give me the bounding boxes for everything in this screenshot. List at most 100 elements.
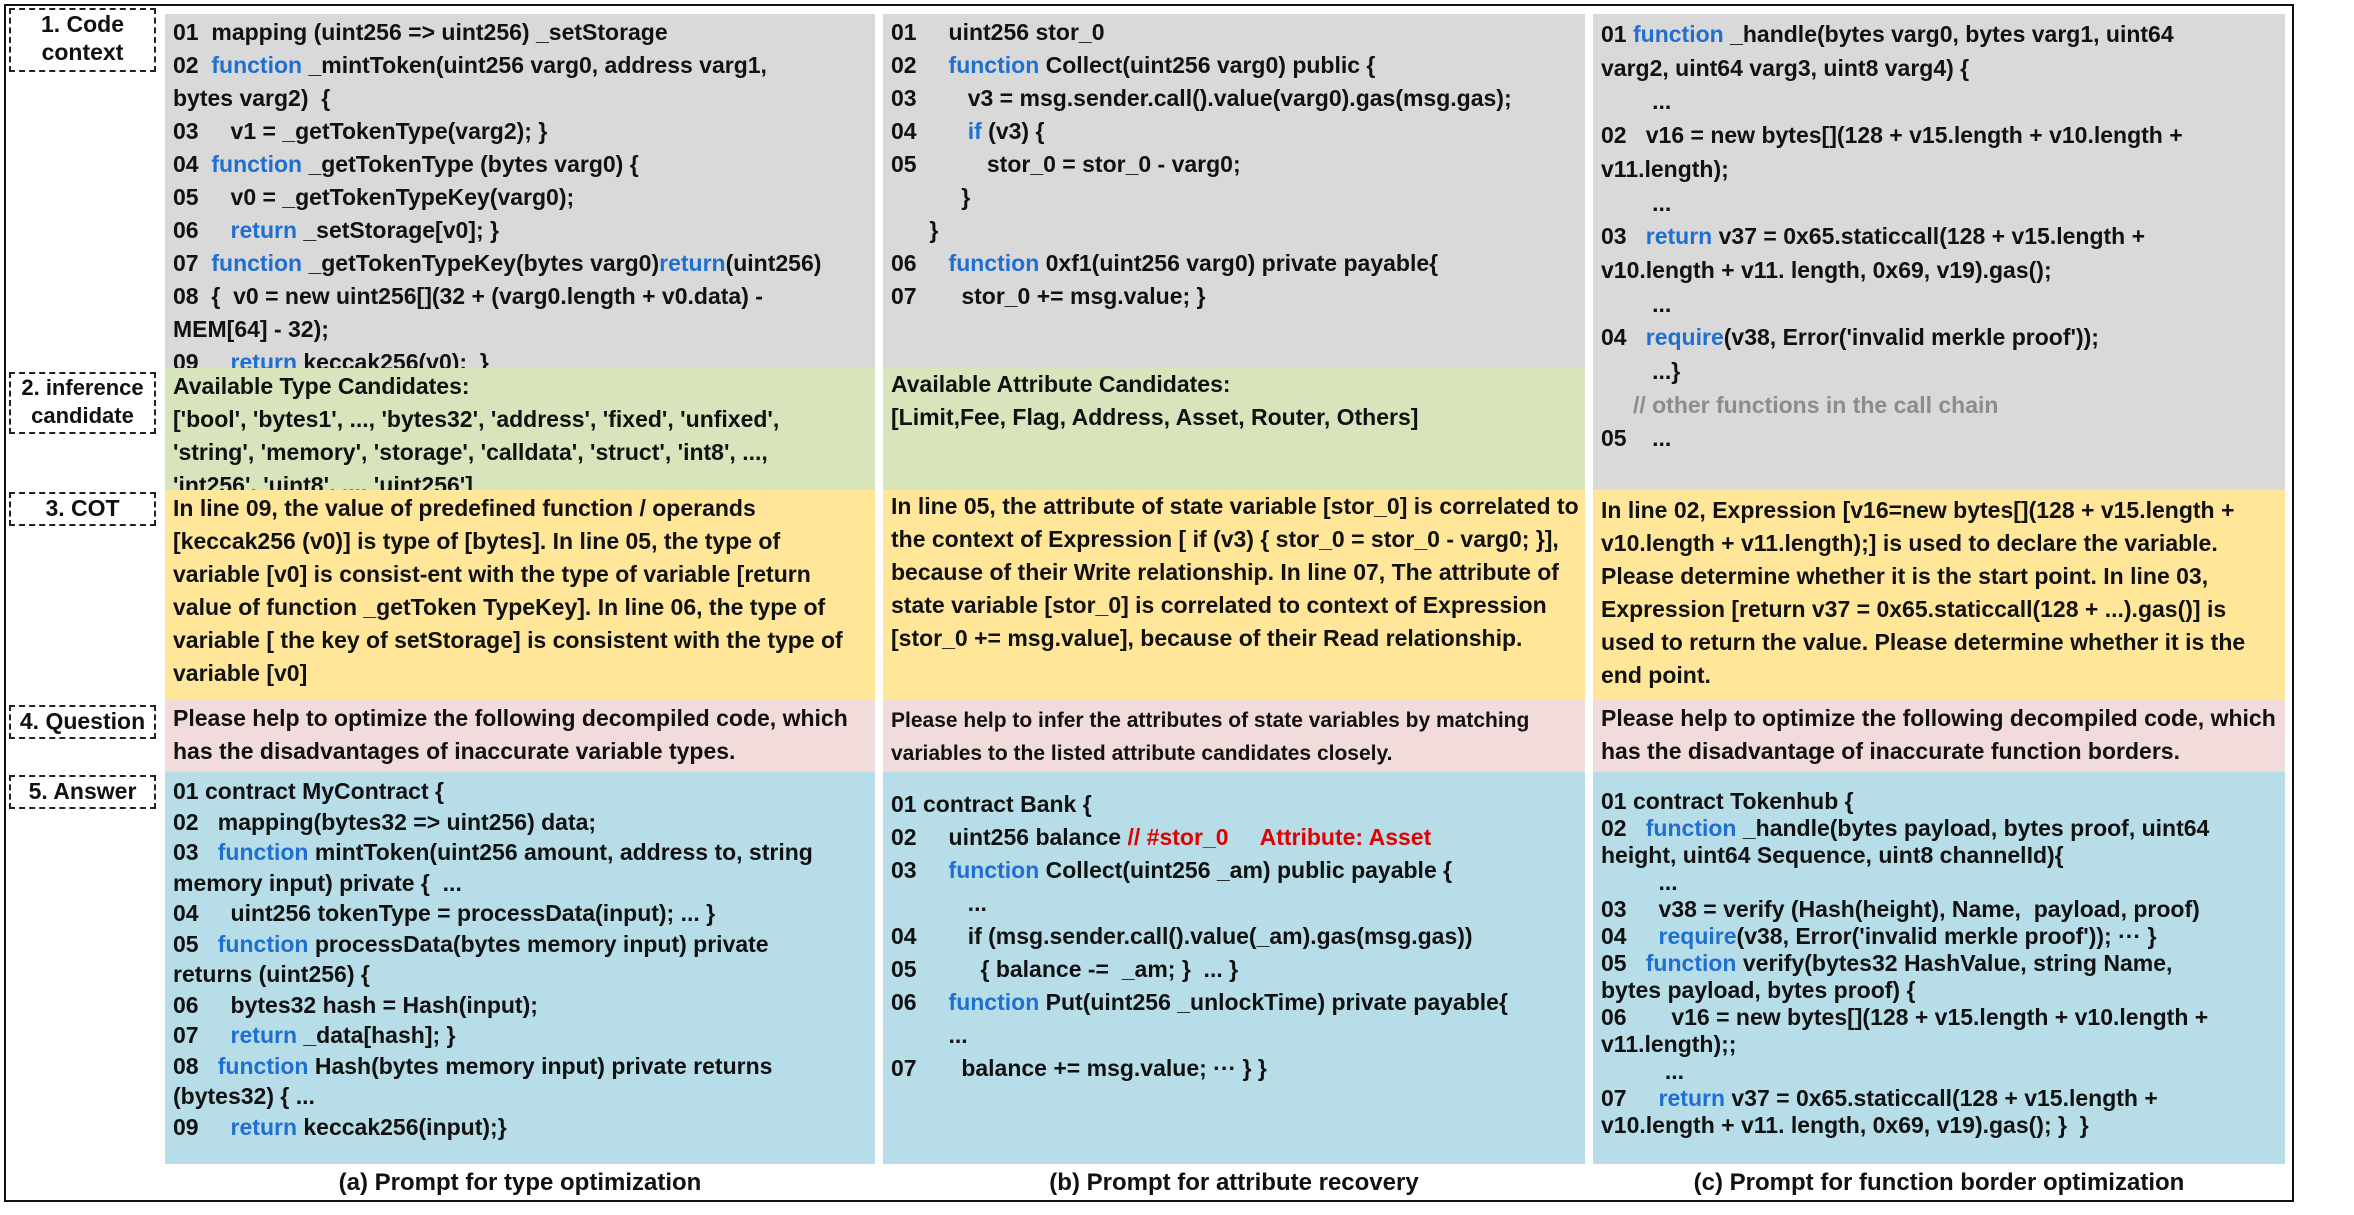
code-token: (v38, Error('invalid merkle proof')); <box>1723 324 2099 351</box>
code-token: 0xf1(uint256 varg0) private payable{ <box>1039 250 1439 276</box>
candidate-block-b: Available Attribute Candidates:[Limit,Fe… <box>883 368 1585 490</box>
code-token: v11.length);; <box>1601 1031 1737 1057</box>
code-token: 02 v16 = new bytes[](128 + v15.length + … <box>1601 122 2183 149</box>
code-token: mintToken(uint256 amount, address to, st… <box>308 839 813 865</box>
code-token: _setStorage[v0]; } <box>297 217 499 243</box>
code-token: 03 v3 = msg.sender.call().value(varg0).g… <box>891 85 1512 111</box>
code-line: v11.length);; <box>1601 1031 2279 1058</box>
code-line: 03 function mintToken(uint256 amount, ad… <box>173 837 869 868</box>
code-token: } <box>891 217 939 243</box>
code-line: 06 bytes32 hash = Hash(input); <box>173 990 869 1021</box>
code-line: (bytes32) { ... <box>173 1081 869 1112</box>
code-line: Available Attribute Candidates: <box>891 368 1579 401</box>
answer-block-b: 01 contract Bank {02 uint256 balance // … <box>883 772 1585 1164</box>
code-line: 01 uint256 stor_0 <box>891 16 1579 49</box>
code-token: bytes payload, bytes proof) { <box>1601 977 1916 1003</box>
code-token: Collect(uint256 varg0) public { <box>1039 52 1376 78</box>
code-line: 01 contract Tokenhub { <box>1601 788 2279 815</box>
code-token: 09 <box>173 349 231 368</box>
keyword-token: function <box>1645 950 1737 976</box>
keyword-token: function <box>948 857 1040 883</box>
code-token: 04 <box>173 151 212 177</box>
code-line: 02 uint256 balance // #stor_0 Attribute:… <box>891 821 1579 854</box>
code-token: v10.length + v11. length, 0x69, v19).gas… <box>1601 1112 2089 1138</box>
code-line: 04 require(v38, Error('invalid merkle pr… <box>1601 321 2279 355</box>
code-token: 07 <box>173 250 212 276</box>
label-text: 1. Code <box>40 11 125 37</box>
code-line: 03 function Collect(uint256 _am) public … <box>891 854 1579 887</box>
code-token: 08 { v0 = new uint256[](32 + (varg0.leng… <box>173 283 763 309</box>
code-line: 06 v16 = new bytes[](128 + v15.length + … <box>1601 1004 2279 1031</box>
code-line: ... <box>1601 85 2279 119</box>
code-line: 04 uint256 tokenType = processData(input… <box>173 898 869 929</box>
keyword-token: return <box>230 1022 297 1048</box>
code-line: 02 function Collect(uint256 varg0) publi… <box>891 49 1579 82</box>
code-line: 06 function 0xf1(uint256 varg0) private … <box>891 247 1579 280</box>
code-context-block-a: 01 mapping (uint256 => uint256) _setStor… <box>165 14 875 368</box>
code-context-block-c: 01 function _handle(bytes varg0, bytes v… <box>1593 14 2285 490</box>
code-token: 04 <box>1601 324 1646 351</box>
code-line: Available Type Candidates: <box>173 370 869 403</box>
label-text: context <box>41 39 124 65</box>
keyword-token: if <box>967 118 982 144</box>
code-line: // other functions in the call chain <box>1601 389 2279 423</box>
code-token: MEM[64] - 32); <box>173 316 329 342</box>
code-token: ... <box>891 890 987 916</box>
code-token: 03 v1 = _getTokenType(varg2); } <box>173 118 548 144</box>
code-token: 04 <box>891 118 968 144</box>
cot-block-b: In line 05, the attribute of state varia… <box>883 490 1585 700</box>
keyword-token: function <box>217 930 309 957</box>
code-token: Available Attribute Candidates: <box>891 371 1231 397</box>
code-line: bytes varg2) { <box>173 82 869 115</box>
code-line: 04 function _getTokenType (bytes varg0) … <box>173 148 869 181</box>
code-line: 'string', 'memory', 'storage', 'calldata… <box>173 436 869 469</box>
code-token: Available Type Candidates: <box>173 373 470 399</box>
code-token: 04 if (msg.sender.call().value(_am).gas(… <box>891 923 1473 949</box>
caption-a: (a) Prompt for type optimization <box>338 1169 702 1196</box>
keyword-token: function <box>1645 815 1737 841</box>
code-token: 'int256', 'uint8', ..., 'uint256'] <box>173 472 473 490</box>
candidate-block-a: Available Type Candidates:['bool', 'byte… <box>165 368 875 490</box>
question-block-a: Please help to optimize the following de… <box>165 700 875 772</box>
keyword-token: function <box>1632 21 1724 47</box>
code-token: keccak256(v0); } <box>297 349 489 368</box>
attribute-annotation: // #stor_0 Attribute: Asset <box>1127 824 1432 850</box>
label-text: 4. Question <box>19 708 146 734</box>
code-line: 02 v16 = new bytes[](128 + v15.length + … <box>1601 119 2279 153</box>
code-line: 03 return v37 = 0x65.staticcall(128 + v1… <box>1601 220 2279 254</box>
answer-block-c: 01 contract Tokenhub {02 function _handl… <box>1593 772 2285 1164</box>
keyword-token: function <box>211 250 303 276</box>
label-text: 3. COT <box>45 495 120 521</box>
code-token: 03 v38 = verify (Hash(height), Name, pay… <box>1601 896 2200 922</box>
code-token: 07 <box>173 1022 231 1048</box>
keyword-token: require <box>1645 324 1724 351</box>
code-token: 02 uint256 balance <box>891 824 1128 850</box>
code-token: 05 <box>1601 950 1646 976</box>
code-line: v11.length); <box>1601 153 2279 187</box>
code-line: 01 function _handle(bytes varg0, bytes v… <box>1601 18 2279 52</box>
code-line: ...} <box>1601 355 2279 389</box>
code-token: Hash(bytes memory input) private returns <box>308 1052 773 1079</box>
cot-text-b: In line 05, the attribute of state varia… <box>891 493 1579 651</box>
code-token: ... <box>1601 88 1672 115</box>
code-token: 06 <box>891 989 949 1015</box>
code-line: 07 return _data[hash]; } <box>173 1020 869 1051</box>
label-inference-candidate: 2. inference candidate <box>9 372 156 434</box>
code-token: Put(uint256 _unlockTime) private payable… <box>1039 989 1508 1015</box>
code-line: 02 mapping(bytes32 => uint256) data; <box>173 807 869 838</box>
code-token: 06 bytes32 hash = Hash(input); <box>173 991 538 1018</box>
code-token: 06 <box>891 250 949 276</box>
code-token: v37 = 0x65.staticcall(128 + v15.length + <box>1712 223 2146 250</box>
code-line: 05 function processData(bytes memory inp… <box>173 929 869 960</box>
question-block-b: Please help to infer the attributes of s… <box>883 700 1585 772</box>
label-text: 5. Answer <box>28 778 137 804</box>
label-text: candidate <box>31 403 134 428</box>
caption-b: (b) Prompt for attribute recovery <box>1049 1169 1419 1196</box>
code-line: 01 mapping (uint256 => uint256) _setStor… <box>173 16 869 49</box>
keyword-token: function <box>948 989 1040 1015</box>
code-token: processData(bytes memory input) private <box>308 930 769 957</box>
code-line: 08 { v0 = new uint256[](32 + (varg0.leng… <box>173 280 869 313</box>
code-line: 07 return v37 = 0x65.staticcall(128 + v1… <box>1601 1085 2279 1112</box>
code-token: 07 stor_0 += msg.value; } <box>891 283 1206 309</box>
code-line: ... <box>891 1019 1579 1052</box>
